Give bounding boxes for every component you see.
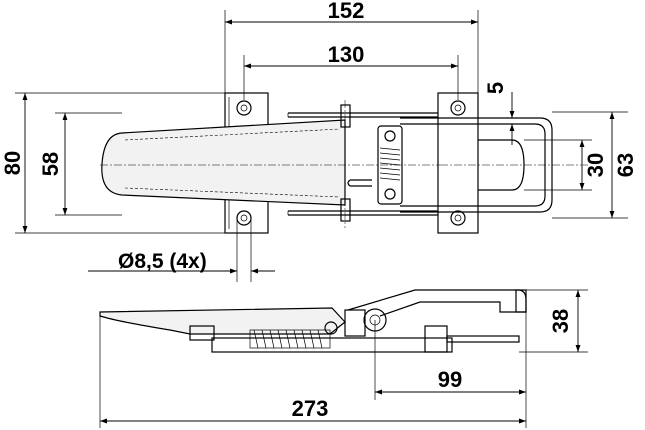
spring-coils [379,147,401,181]
spring-pin-top [384,130,396,142]
dim-label-273: 273 [292,396,329,421]
mounting-hole-bottom-right [450,210,466,226]
side-spring [249,329,331,349]
dim-label-30: 30 [583,153,608,177]
latch-handle [101,119,346,206]
side-handle [99,307,346,335]
dim-label-63: 63 [613,153,638,177]
mounting-hole-top-right [450,100,466,116]
dim-label-58: 58 [38,152,63,176]
side-arm [347,289,527,317]
side-striker [424,325,448,353]
side-pivot-small [324,321,338,335]
dim-label-130: 130 [328,42,365,67]
pivot-pin-top [340,104,351,128]
mounting-hole-bottom-left [236,210,252,226]
dim-label-hole-diameter: Ø8,5 (4x) [118,250,207,273]
top-view: 152 130 80 58 5 30 63 [0,0,638,282]
dim-label-152: 152 [328,0,365,23]
pivot-pin-bottom [340,198,351,222]
spring-pin-bottom [384,188,396,200]
dim-label-80: 80 [0,151,25,175]
side-view: 38 99 273 [99,289,588,428]
mounting-hole-top-left [236,100,252,116]
dim-label-38: 38 [548,309,573,333]
dim-label-99: 99 [438,367,462,392]
dim-label-5: 5 [483,82,508,94]
side-base-plate [211,337,453,353]
